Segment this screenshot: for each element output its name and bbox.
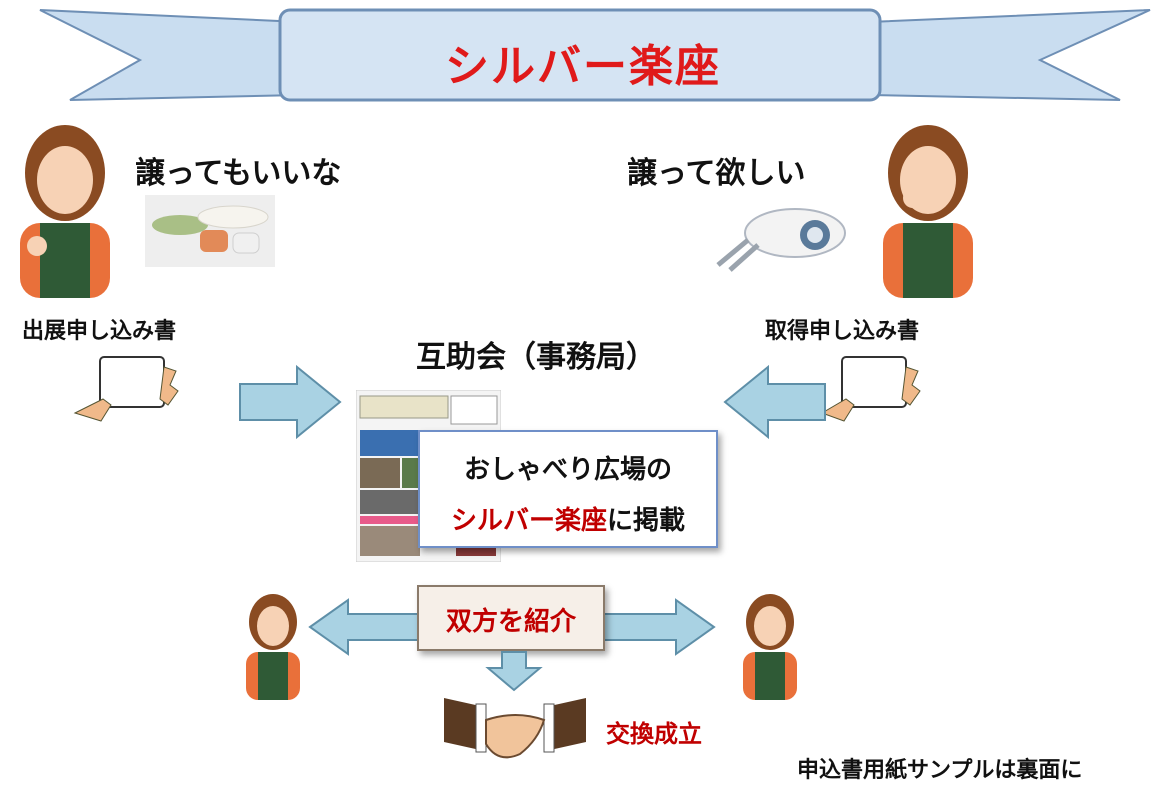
footer-note: 申込書用紙サンプルは裏面に bbox=[797, 758, 1083, 783]
taker-speech: 譲って欲しい bbox=[627, 156, 806, 191]
caption-line-1: おしゃべり広場の bbox=[463, 455, 672, 485]
taker-form-label: 取得申し込み書 bbox=[765, 319, 920, 344]
arrow-right-to-office bbox=[235, 362, 345, 442]
ribbon-shape bbox=[39, 8, 1151, 102]
arrow-left-to-office bbox=[720, 362, 830, 442]
giver-form-sheet-icon bbox=[70, 355, 185, 425]
title-banner bbox=[0, 0, 1174, 120]
exchange-complete-label: 交換成立 bbox=[606, 720, 702, 748]
taker-woman-illustration bbox=[868, 118, 988, 298]
small-taker-illustration bbox=[735, 590, 805, 700]
down-arrow bbox=[484, 650, 544, 692]
caption-line-2: シルバー楽座に掲載 bbox=[420, 500, 716, 537]
giver-speech: 譲ってもいいな bbox=[135, 156, 342, 191]
taker-form-sheet-icon bbox=[820, 355, 935, 425]
introduce-label: 双方を紹介 bbox=[445, 607, 576, 637]
caption-rest: に掲載 bbox=[607, 506, 686, 536]
giver-woman-illustration bbox=[5, 118, 125, 298]
newsletter-caption-box: おしゃべり広場の シルバー楽座に掲載 bbox=[418, 430, 718, 548]
giver-form-label: 出展申し込み書 bbox=[22, 319, 177, 344]
hand-mixer-image bbox=[710, 195, 850, 275]
office-label: 互助会（事務局） bbox=[416, 340, 656, 375]
banner-title: シルバー楽座 bbox=[445, 41, 721, 92]
introduce-box: 双方を紹介 bbox=[417, 585, 605, 651]
tableware-image bbox=[145, 195, 275, 267]
caption-highlight: シルバー楽座 bbox=[450, 506, 607, 536]
small-giver-illustration bbox=[238, 590, 308, 700]
handshake-icon bbox=[440, 690, 590, 770]
